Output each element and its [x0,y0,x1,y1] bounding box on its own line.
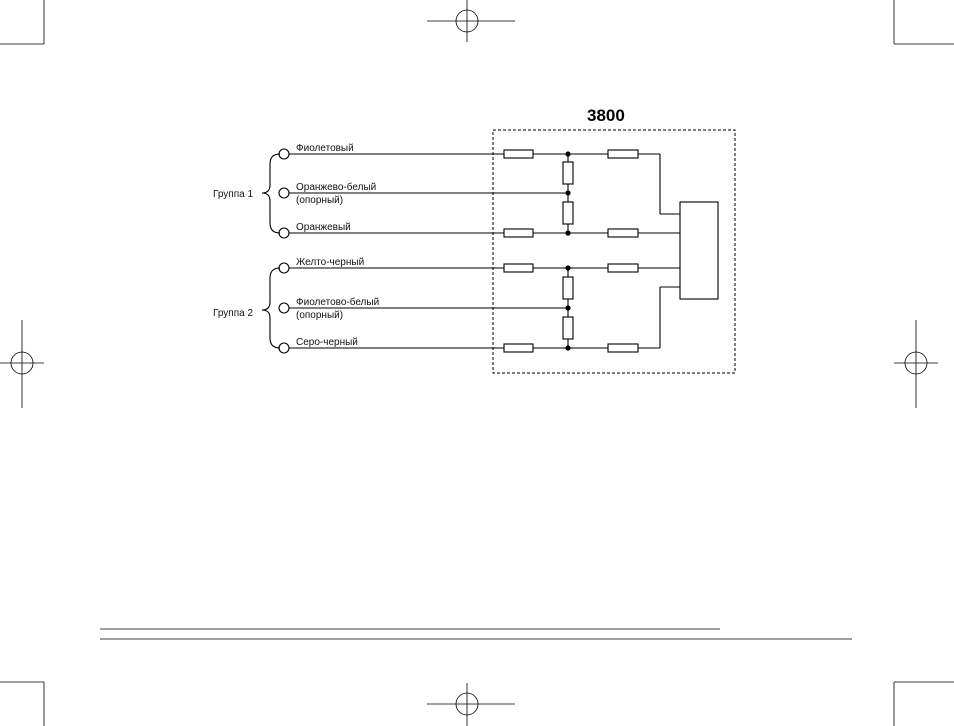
controller-block [680,202,718,299]
resistor-g2-divider-lower [563,317,573,339]
module-title: 3800 [587,106,625,125]
resistor-g1-bottom-output [608,229,638,237]
wire-label-orange-white: Оранжево-белый [296,181,376,193]
registration-mark-bottom [427,683,515,726]
junction-g1-bottom [565,230,570,235]
resistor-g1-divider-upper [563,162,573,184]
resistor-g1-bottom-input [504,229,533,237]
registration-mark-right [894,320,938,408]
wire-label-violet-white: Фиолетово-белый [296,296,379,308]
resistor-g2-divider-upper [563,277,573,299]
junction-g1-ref [565,190,570,195]
junction-g2-bottom [565,345,570,350]
junction-g2-top [565,265,570,270]
terminal-orange-white [279,188,289,198]
wire-label-yellow-black: Желто-черный [296,257,364,268]
group-1-label: Группа 1 [213,189,253,200]
wire-label-grey-black: Серо-черный [296,337,358,348]
registration-mark-left [0,320,44,408]
group-2-brace [262,268,280,348]
terminal-grey-black [279,343,289,353]
junction-g1-top [565,151,570,156]
group-1: Группа 1 Фиолетовый Оранжево-белый (опор… [213,143,680,238]
resistor-g2-bottom-input [504,344,533,352]
resistor-g2-bottom-output [608,344,638,352]
resistor-g2-top-output [608,264,638,272]
wire-sublabel-violet-white: (опорный) [296,310,343,321]
group-2-label: Группа 2 [213,308,253,319]
wire-label-orange: Оранжевый [296,222,351,233]
wire-label-violet: Фиолетовый [296,143,354,154]
terminal-violet [279,149,289,159]
terminal-violet-white [279,303,289,313]
terminal-orange [279,228,289,238]
resistor-g1-top-input [504,150,533,158]
terminal-yellow-black [279,263,289,273]
registration-mark-top [427,0,515,42]
resistor-g1-top-output [608,150,638,158]
wire-sublabel-orange-white: (опорный) [296,195,343,206]
resistor-g1-divider-lower [563,202,573,224]
junction-g2-ref [565,305,570,310]
group-1-brace [262,154,280,233]
resistor-g2-top-input [504,264,533,272]
group-2: Группа 2 Желто-черный Фиолетово-белый (о… [213,257,680,353]
